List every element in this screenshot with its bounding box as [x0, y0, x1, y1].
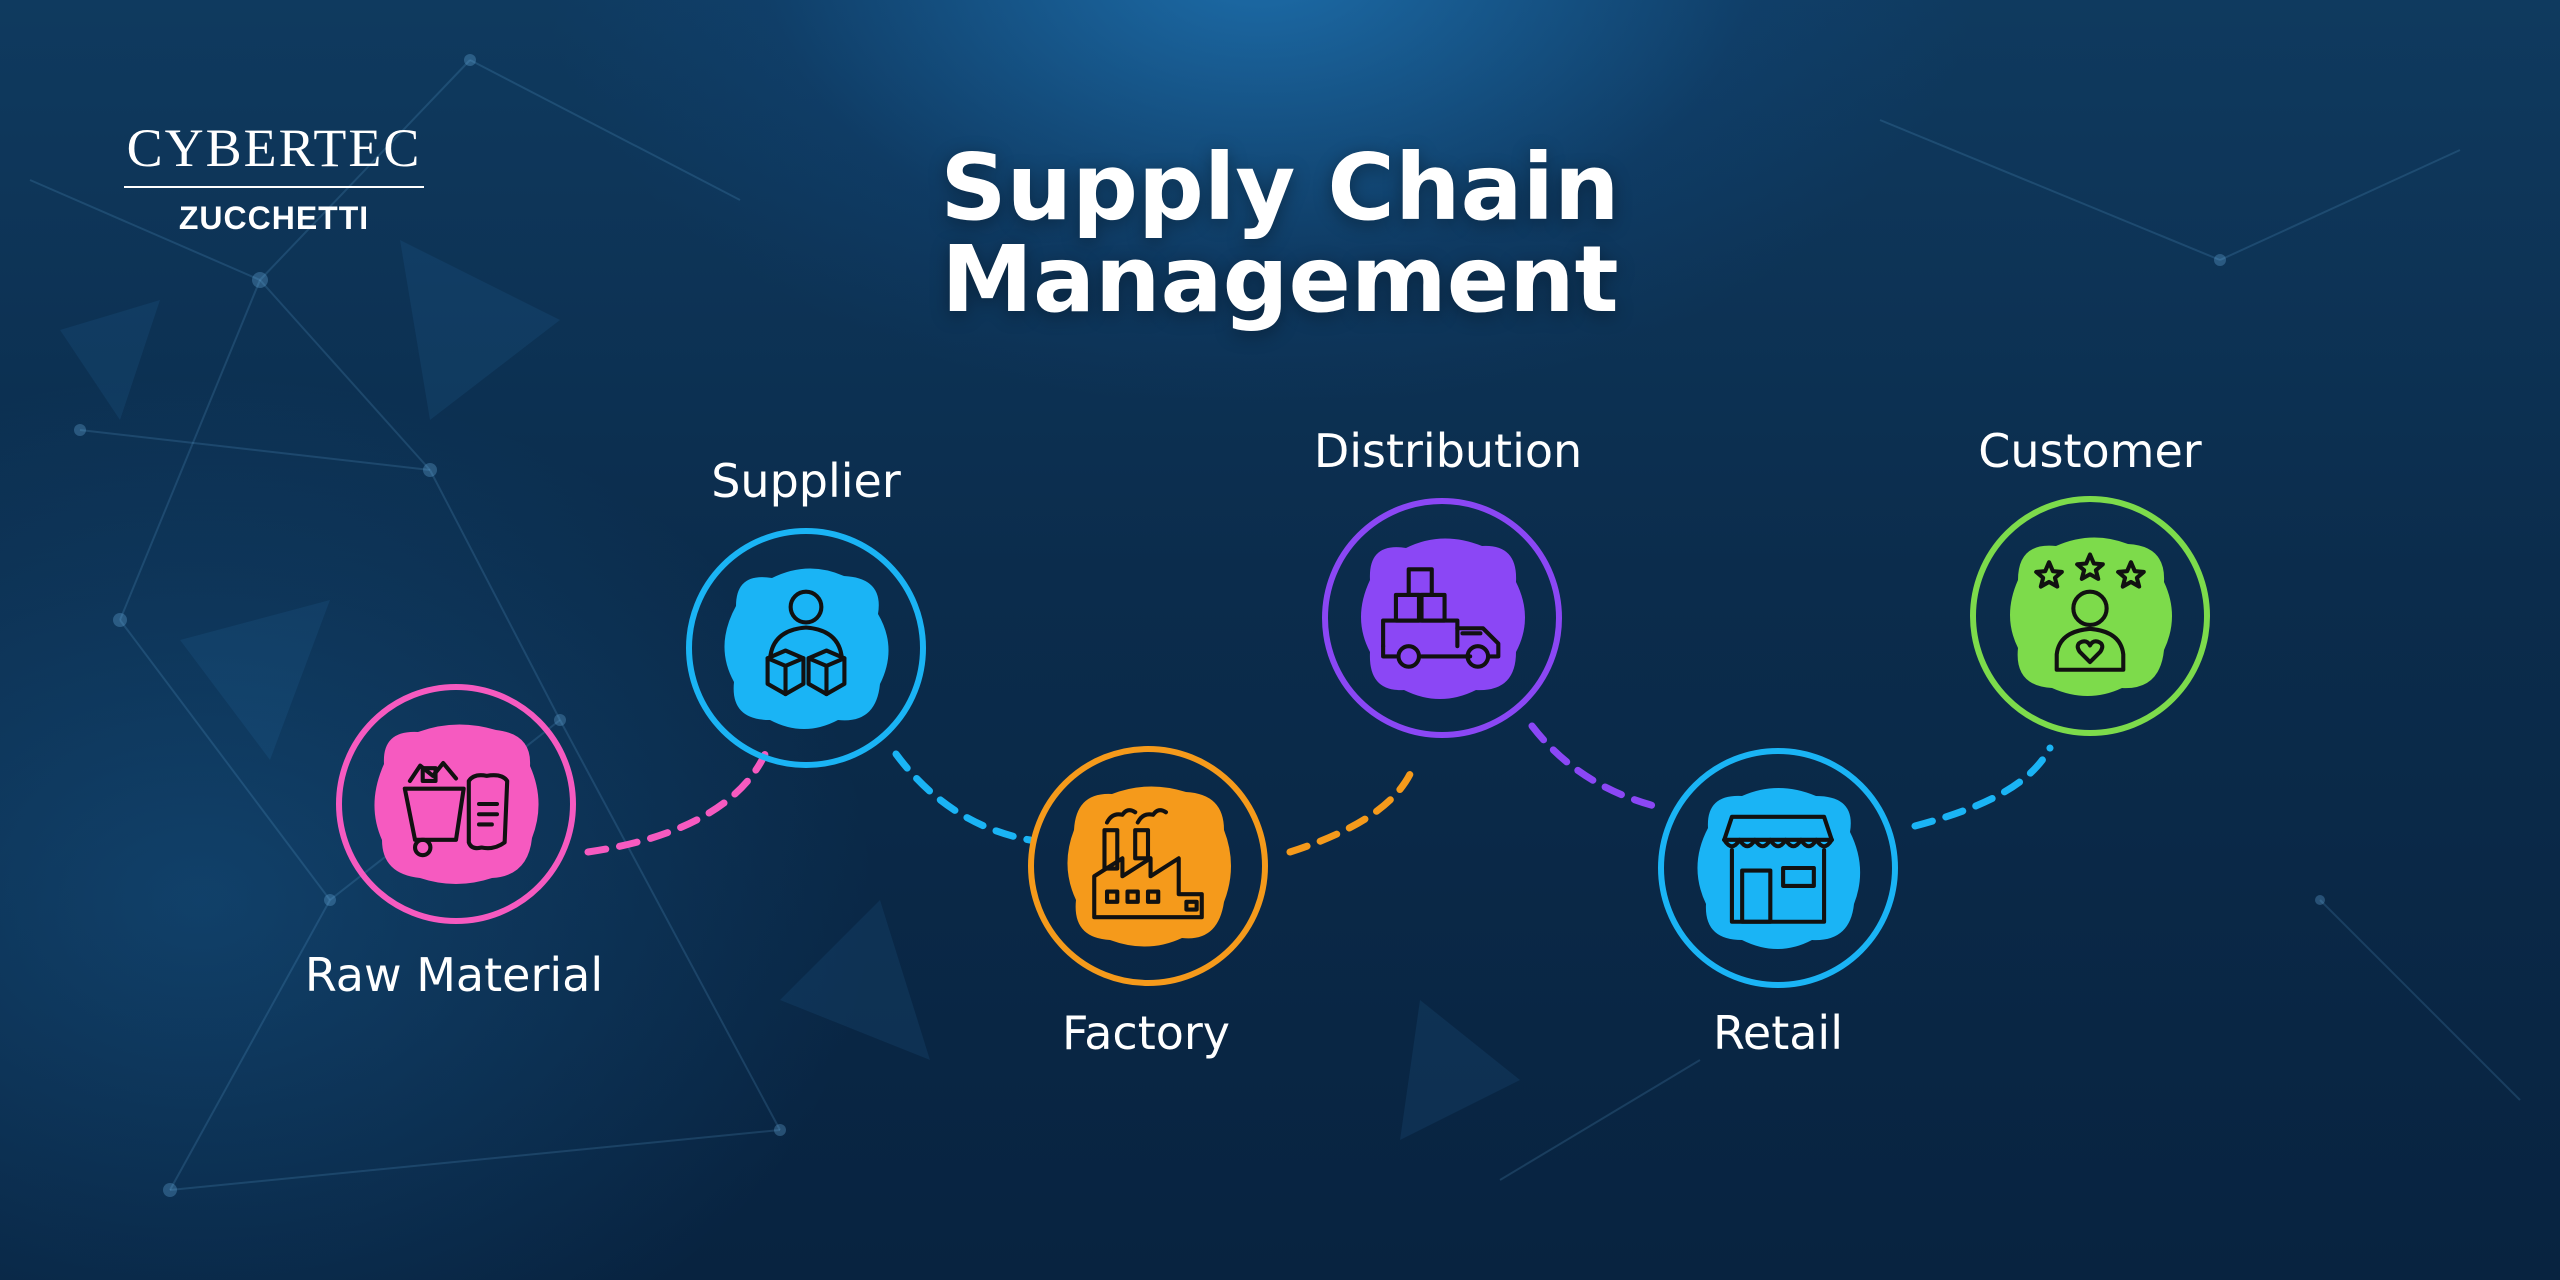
title-line-2: Management [941, 226, 1619, 333]
cybertec-logo: CYBERTEC ZUCCHETTI [124, 118, 424, 236]
connector-raw-material-supplier [584, 748, 770, 856]
stage-raw-material-circle [336, 684, 576, 924]
connector-retail-customer [1911, 744, 2054, 830]
logo-wordmark-top: CYBERTEC [126, 118, 422, 178]
supplier-icon [765, 589, 847, 697]
stage-supplier-label: Supplier [711, 454, 901, 508]
stage-factory-label: Factory [1061, 1006, 1231, 1060]
page-title: Supply Chain Management [780, 142, 1780, 326]
logo-divider [124, 186, 424, 188]
logo-wordmark-bottom: ZUCCHETTI [178, 200, 370, 236]
store-icon [1722, 814, 1834, 924]
stage-blob [1697, 788, 1861, 949]
connector-supplier-factory [892, 750, 1034, 844]
stage-distribution-label: Distribution [1313, 424, 1583, 478]
stage-distribution-circle [1322, 498, 1562, 738]
customer-icon [2034, 552, 2146, 672]
title-line-1: Supply Chain [940, 134, 1620, 241]
stage-customer-circle [1970, 496, 2210, 736]
connector-distribution-retail [1528, 722, 1666, 812]
stage-factory-circle [1028, 746, 1268, 986]
connector-factory-distribution [1286, 766, 1416, 856]
stage-retail-circle [1658, 748, 1898, 988]
stage-customer-label: Customer [1978, 424, 2202, 478]
stage-raw-material-label: Raw Material [304, 948, 604, 1002]
stage-supplier-circle [686, 528, 926, 768]
stage-blob [2010, 537, 2172, 696]
raw-material-icon [402, 760, 510, 858]
truck-icon [1381, 567, 1501, 669]
stage-retail-label: Retail [1713, 1006, 1843, 1060]
factory-icon [1092, 808, 1204, 920]
stage-blob [724, 568, 889, 729]
